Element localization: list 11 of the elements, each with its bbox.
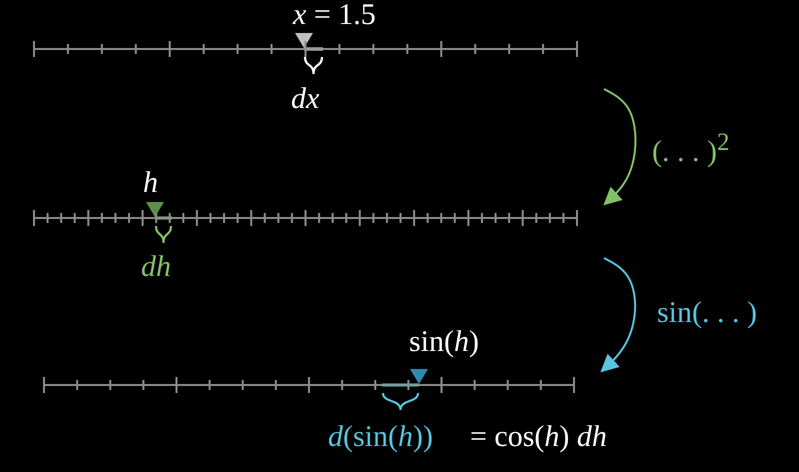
curved-arrow: [600, 257, 636, 372]
edge-label: sin(. . . ): [657, 298, 757, 328]
math-label: dh: [141, 252, 171, 282]
edge-label: (. . . )$^{2}$: [652, 130, 730, 167]
math-label: x = 1.5: [293, 0, 376, 30]
math-label: d(sin(h)): [328, 422, 433, 452]
math-label: sin(h): [409, 327, 479, 357]
curved-arrow: [603, 88, 636, 206]
math-label: = cos(h) dh: [470, 422, 607, 452]
math-label: h: [143, 168, 158, 198]
math-label: dx: [291, 84, 320, 114]
